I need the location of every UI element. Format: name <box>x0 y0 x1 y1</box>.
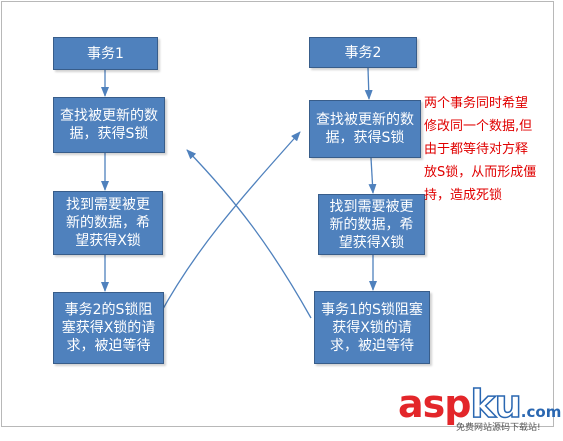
arrow-t2-find-to-need <box>368 157 377 194</box>
transaction-2-step-request-x-lock: 找到需要被更新的数据，希望获得X锁 <box>318 194 425 255</box>
watermark-logo: aspku.com <box>398 382 562 432</box>
transaction-1-step-request-x-lock: 找到需要被更新的数据，希望获得X锁 <box>53 191 163 255</box>
arrow-t1-block-to-t2-find <box>158 131 301 317</box>
watermark: aspku.com 免费网站源码下载站! <box>398 382 562 434</box>
watermark-logo-ku: ku <box>470 382 523 426</box>
watermark-logo-com: .com <box>520 403 562 421</box>
image-frame <box>1 1 554 427</box>
transaction-2-step-acquire-s-lock: 查找被更新的数据，获得S锁 <box>309 100 421 158</box>
watermark-logo-asp: asp <box>398 382 471 426</box>
watermark-tagline: 免费网站源码下载站! <box>456 423 541 433</box>
arrow-t2-block-to-t1-find <box>186 149 312 319</box>
transaction-1-step-acquire-s-lock: 查找被更新的数据，获得S锁 <box>53 97 165 153</box>
transaction-2-title: 事务2 <box>309 37 417 68</box>
arrow-t2-title-to-find <box>364 67 373 100</box>
transaction-1-title: 事务1 <box>53 37 158 70</box>
transaction-1-step-blocked: 事务2的S锁阻塞获得X锁的请求，被迫等待 <box>53 292 164 364</box>
deadlock-annotation: 两个事务同时希望 修改同一个数据,但 由于都等待对方释 放S锁，从而形成僵 持，… <box>424 96 537 203</box>
transaction-2-step-blocked: 事务1的S锁阻塞获得X锁的请求，被迫等待 <box>314 291 430 364</box>
